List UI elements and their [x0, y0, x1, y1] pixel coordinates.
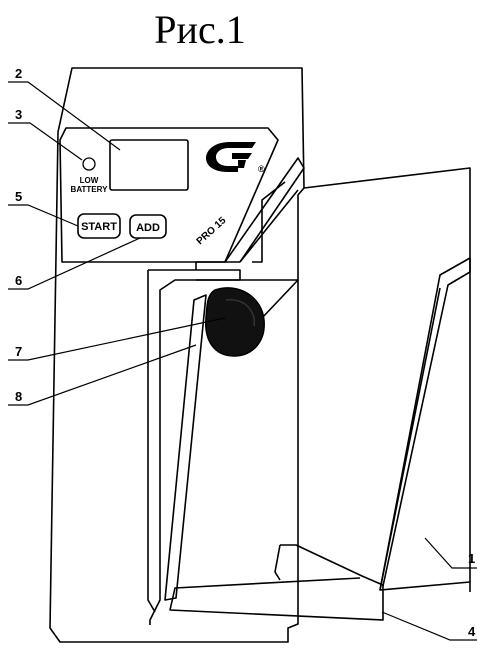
callout-8: 8	[15, 389, 22, 404]
low-battery-label-line1: LOW	[80, 176, 99, 185]
callout-7: 7	[15, 344, 22, 359]
lower-tray	[169, 544, 384, 621]
callout-4: 4	[468, 624, 476, 639]
low-battery-label-line2: BATTERY	[71, 185, 109, 194]
add-button[interactable]	[129, 214, 167, 239]
knob[interactable]	[205, 287, 265, 357]
registered-mark: ®	[258, 164, 265, 174]
model-label: PRO 15	[195, 215, 229, 247]
callout-3: 3	[15, 107, 22, 122]
callout-2: 2	[15, 66, 22, 81]
low-battery-led	[82, 157, 96, 171]
callout-1: 1	[468, 551, 475, 566]
callout-6: 6	[15, 273, 22, 288]
lever-bar	[164, 294, 207, 601]
device-body-outline	[49, 67, 305, 643]
display-screen	[109, 139, 189, 191]
right-arm	[303, 167, 471, 591]
figure-title: Рис.1	[154, 7, 246, 52]
inner-slot	[148, 269, 241, 625]
add-button-label: ADD	[136, 222, 160, 234]
start-button-label: START	[81, 221, 117, 233]
brand-logo	[206, 142, 256, 172]
callout-5: 5	[15, 189, 22, 204]
